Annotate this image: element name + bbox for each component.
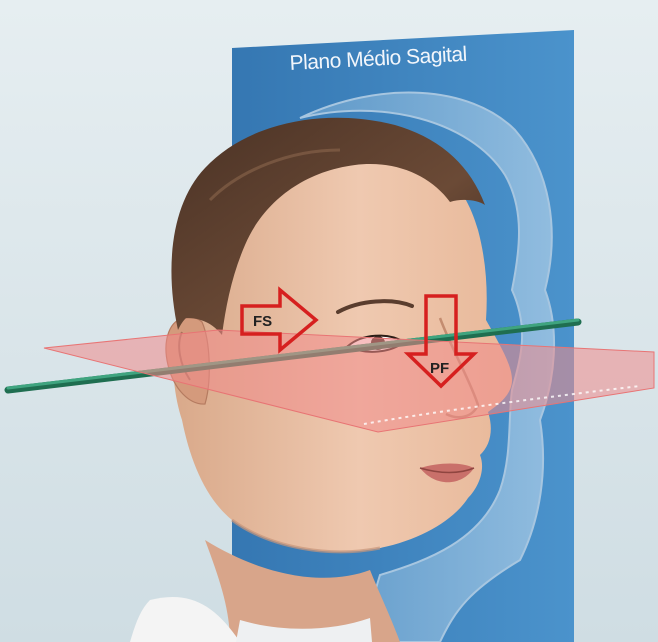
fs-arrow-label: FS — [253, 313, 272, 330]
pf-arrow-label: PF — [430, 360, 449, 377]
